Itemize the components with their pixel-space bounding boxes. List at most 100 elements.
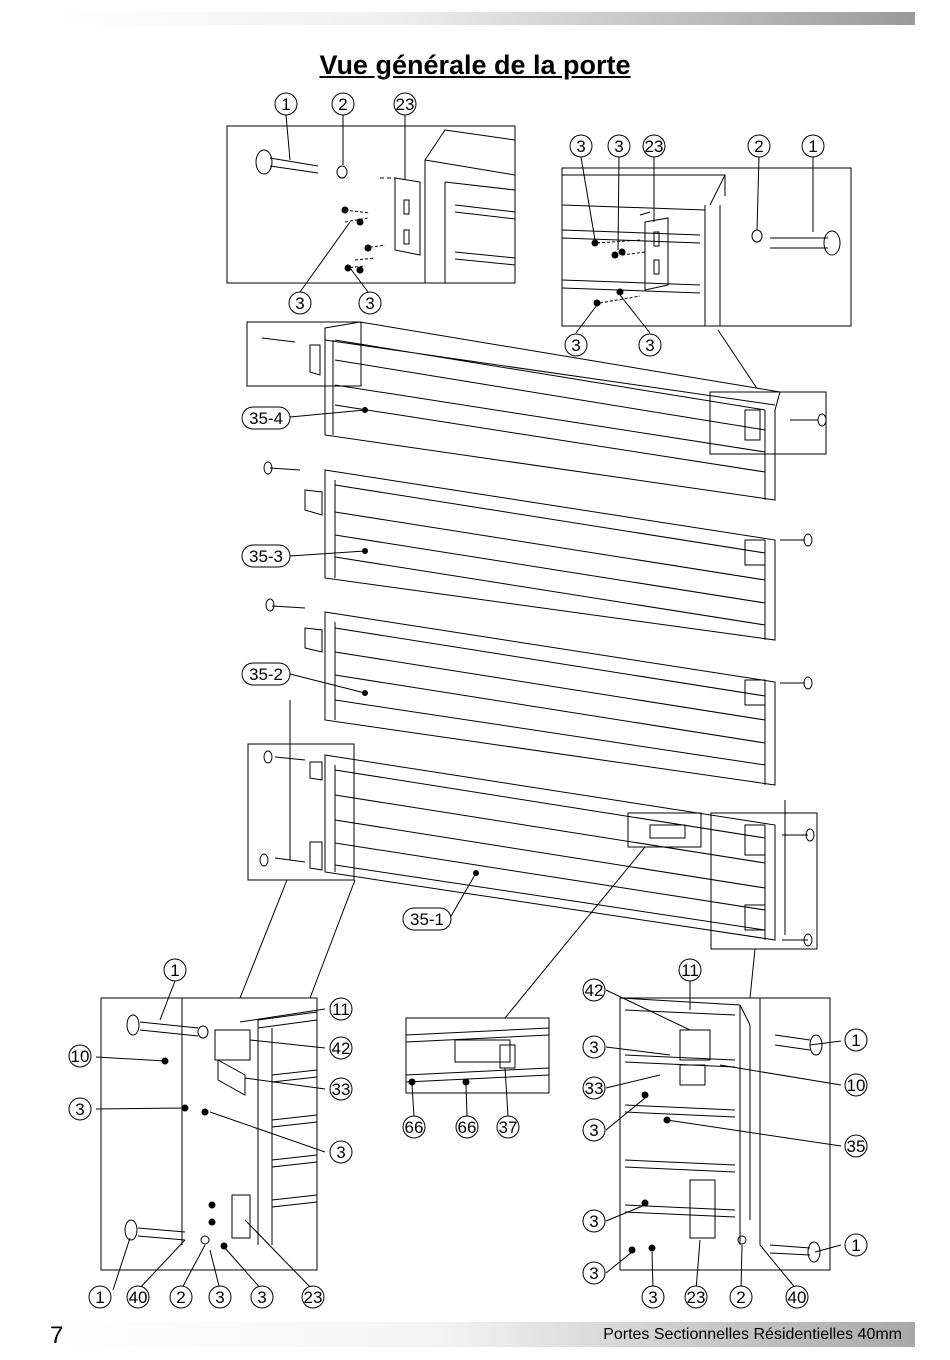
- svg-text:3: 3: [336, 1143, 345, 1162]
- svg-text:1: 1: [170, 961, 179, 980]
- callout-br-1b: 1: [845, 1234, 867, 1256]
- svg-text:40: 40: [129, 1288, 148, 1307]
- svg-text:3: 3: [589, 1038, 598, 1057]
- callout-top-right-3d: 3: [639, 334, 661, 356]
- svg-text:23: 23: [687, 1288, 706, 1307]
- callout-br-10: 10: [845, 1074, 867, 1096]
- svg-text:35-2: 35-2: [249, 665, 283, 684]
- svg-text:33: 33: [332, 1080, 351, 1099]
- callout-top-right-2: 2: [748, 135, 770, 157]
- callout-bl-40: 40: [127, 1286, 149, 1308]
- callout-bl-11: 11: [330, 998, 352, 1020]
- svg-text:37: 37: [499, 1118, 518, 1137]
- svg-text:2: 2: [176, 1288, 185, 1307]
- callout-br-33: 33: [583, 1077, 605, 1099]
- svg-text:35-4: 35-4: [249, 409, 283, 428]
- callout-br-3a: 3: [583, 1036, 605, 1058]
- svg-text:3: 3: [589, 1121, 598, 1140]
- svg-text:66: 66: [405, 1118, 424, 1137]
- svg-text:2: 2: [736, 1288, 745, 1307]
- callout-bl-3c: 3: [209, 1286, 231, 1308]
- svg-text:23: 23: [304, 1288, 323, 1307]
- callout-bm-66a: 66: [403, 1116, 425, 1138]
- callout-bm-37: 37: [497, 1116, 519, 1138]
- svg-text:3: 3: [257, 1288, 266, 1307]
- svg-text:11: 11: [681, 961, 699, 980]
- svg-text:42: 42: [332, 1039, 351, 1058]
- callout-bl-1b: 1: [89, 1286, 111, 1308]
- callout-top-left-23: 23: [394, 93, 416, 115]
- svg-text:10: 10: [847, 1076, 866, 1095]
- svg-text:3: 3: [75, 1100, 84, 1119]
- callout-top-right-3c: 3: [565, 334, 587, 356]
- svg-text:3: 3: [648, 1288, 657, 1307]
- callout-top-left-3b: 3: [359, 292, 381, 314]
- callout-br-1a: 1: [845, 1029, 867, 1051]
- svg-text:3: 3: [645, 336, 654, 355]
- svg-text:42: 42: [585, 981, 604, 1000]
- panel-label-35-2: 35-2: [242, 663, 290, 685]
- detail-bottom-left: [96, 981, 325, 1290]
- svg-text:3: 3: [589, 1264, 598, 1283]
- callout-bl-42: 42: [330, 1037, 352, 1059]
- svg-text:2: 2: [754, 137, 763, 156]
- callout-top-right-3b: 3: [608, 135, 630, 157]
- callout-br-42: 42: [583, 979, 605, 1001]
- callout-bl-3b: 3: [330, 1141, 352, 1163]
- detail-top-right: [562, 157, 851, 393]
- svg-text:11: 11: [332, 1000, 350, 1019]
- detail-top-left: [227, 115, 515, 292]
- svg-text:1: 1: [808, 137, 817, 156]
- svg-text:1: 1: [851, 1236, 860, 1255]
- callout-bl-2: 2: [170, 1286, 192, 1308]
- svg-text:33: 33: [585, 1079, 604, 1098]
- callout-br-35: 35: [845, 1135, 867, 1157]
- svg-text:3: 3: [614, 137, 623, 156]
- callout-br-40: 40: [786, 1286, 808, 1308]
- svg-text:66: 66: [458, 1118, 477, 1137]
- callout-br-2: 2: [730, 1286, 752, 1308]
- panel-label-35-4: 35-4: [242, 407, 290, 429]
- svg-text:35-3: 35-3: [249, 547, 283, 566]
- svg-text:35-1: 35-1: [410, 910, 444, 929]
- svg-text:3: 3: [576, 137, 585, 156]
- svg-text:40: 40: [788, 1288, 807, 1307]
- callout-bl-3a: 3: [69, 1098, 91, 1120]
- callout-bl-1a: 1: [164, 959, 186, 981]
- footer-text: Portes Sectionnelles Résidentielles 40mm: [603, 1326, 902, 1344]
- callout-br-23: 23: [685, 1286, 707, 1308]
- callout-br-11: 11: [679, 959, 701, 981]
- svg-text:3: 3: [589, 1212, 598, 1231]
- callout-top-right-23: 23: [643, 135, 665, 157]
- callout-br-3d: 3: [583, 1262, 605, 1284]
- callout-top-left-1: 1: [275, 93, 297, 115]
- callout-bm-66b: 66: [456, 1116, 478, 1138]
- callout-top-left-3a: 3: [289, 292, 311, 314]
- callout-bl-3d: 3: [251, 1286, 273, 1308]
- svg-text:23: 23: [645, 137, 664, 156]
- svg-text:1: 1: [851, 1031, 860, 1050]
- svg-text:1: 1: [95, 1288, 104, 1307]
- callout-br-3c: 3: [583, 1210, 605, 1232]
- panel-label-35-1: 35-1: [403, 908, 451, 930]
- svg-text:10: 10: [71, 1047, 90, 1066]
- callout-top-left-2: 2: [332, 93, 354, 115]
- svg-text:1: 1: [281, 95, 290, 114]
- svg-text:3: 3: [571, 336, 580, 355]
- callout-bl-10: 10: [69, 1045, 91, 1067]
- panel-label-35-3: 35-3: [242, 545, 290, 567]
- svg-text:2: 2: [338, 95, 347, 114]
- callout-bl-33: 33: [330, 1078, 352, 1100]
- svg-text:3: 3: [215, 1288, 224, 1307]
- detail-bottom-right: [606, 981, 841, 1290]
- svg-text:3: 3: [365, 294, 374, 313]
- callout-top-right-3a: 3: [570, 135, 592, 157]
- callout-br-3b: 3: [583, 1119, 605, 1141]
- svg-text:23: 23: [396, 95, 415, 114]
- callout-top-right-1: 1: [802, 135, 824, 157]
- detail-bottom-middle: [406, 1018, 549, 1116]
- page-number: 7: [50, 1322, 63, 1350]
- callout-br-3e: 3: [642, 1286, 664, 1308]
- panel-stack: [325, 322, 780, 940]
